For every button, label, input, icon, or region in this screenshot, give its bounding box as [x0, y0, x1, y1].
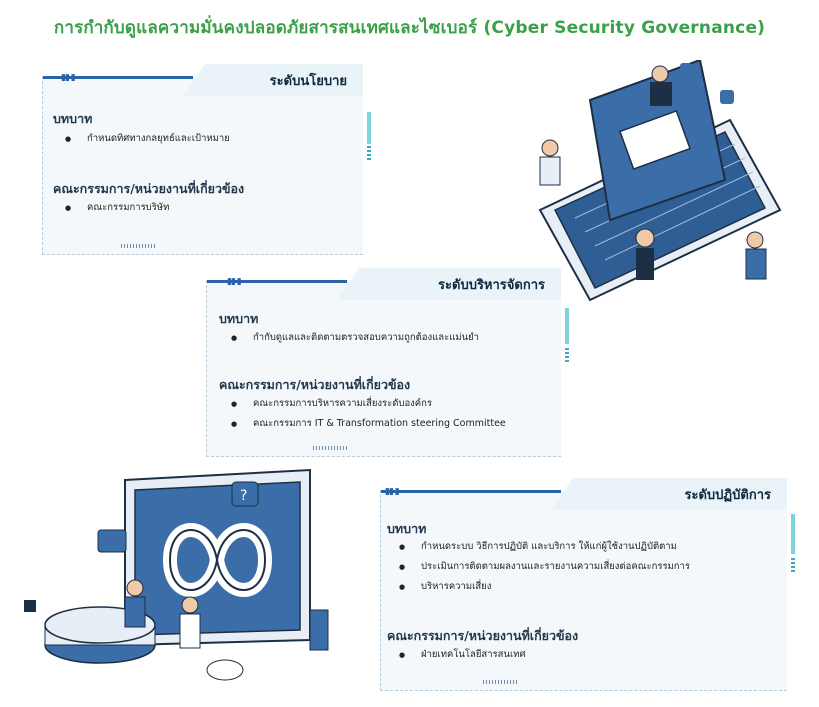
committee-heading: คณะกรรมการ/หน่วยงานที่เกี่ยวข้อง	[387, 628, 579, 643]
level-title: ระดับปฏิบัติการ	[684, 487, 772, 503]
card-top-marks: ▮▮ ▮	[385, 487, 400, 497]
side-dash	[565, 348, 569, 362]
policy-level-card: ▮▮ ▮ ระดับนโยบาย บทบาท กำหนดทิศทางกลยุทธ…	[42, 64, 371, 255]
card-top-marks: ▮▮ ▮	[227, 277, 242, 287]
management-level-card: ▮▮ ▮ ระดับบริหารจัดการ บทบาท กำกับดูแลแล…	[206, 268, 569, 457]
role-heading: บทบาท	[219, 311, 259, 326]
card-bottom-marks	[483, 680, 517, 684]
svg-text:?: ?	[240, 488, 247, 504]
side-dash	[367, 146, 371, 160]
card-top-bar	[43, 76, 193, 79]
level-title: ระดับนโยบาย	[269, 73, 347, 89]
page-title: การกำกับดูแลความมั่นคงปลอดภัยสารสนเทศและ…	[53, 18, 766, 38]
committee-item: ฝ่ายเทคโนโลยีสารสนเทศ	[399, 648, 525, 662]
card-bottom-marks	[313, 446, 347, 450]
card-top-bar	[207, 280, 347, 283]
level-tab-policy: ระดับนโยบาย	[183, 64, 363, 96]
card-top-marks: ▮▮ ▮	[61, 73, 76, 83]
role-item-continued: บริหารความเสี่ยง	[399, 580, 491, 594]
role-item: กำหนดระบบ วิธีการปฏิบัติ และบริการ ให้แก…	[399, 540, 677, 554]
laptop-team-illustration	[538, 60, 782, 302]
side-accent	[791, 514, 795, 554]
role-heading: บทบาท	[53, 111, 93, 126]
level-tab-operational: ระดับปฏิบัติการ	[551, 478, 787, 510]
committee-item: คณะกรรมการ IT & Transformation steering …	[231, 417, 506, 431]
level-title: ระดับบริหารจัดการ	[438, 277, 545, 293]
role-heading: บทบาท	[387, 521, 427, 536]
committee-item: คณะกรรมการบริหารความเสี่ยงระดับองค์กร	[231, 397, 432, 411]
operational-level-card: ▮▮ ▮ ระดับปฏิบัติการ บทบาท กำหนดระบบ วิธ…	[380, 478, 795, 691]
committee-heading: คณะกรรมการ/หน่วยงานที่เกี่ยวข้อง	[219, 377, 411, 392]
side-accent	[367, 112, 371, 144]
card-bottom-marks	[121, 244, 155, 248]
infinity-monitor-illustration: ?	[24, 468, 329, 681]
committee-heading: คณะกรรมการ/หน่วยงานที่เกี่ยวข้อง	[53, 181, 245, 196]
committee-item: คณะกรรมการบริษัท	[65, 201, 169, 215]
role-item: กำหนดทิศทางกลยุทธ์และเป้าหมาย	[65, 132, 230, 146]
role-item: กำกับดูแลและติดตามตรวจสอบความถูกต้องและแ…	[231, 331, 479, 345]
card-top-bar	[381, 490, 561, 493]
level-tab-management: ระดับบริหารจัดการ	[337, 268, 561, 300]
side-accent	[565, 308, 569, 344]
role-item: ประเมินการติดตามผลงานและรายงานความเสี่ยง…	[399, 560, 690, 574]
side-dash	[791, 558, 795, 572]
